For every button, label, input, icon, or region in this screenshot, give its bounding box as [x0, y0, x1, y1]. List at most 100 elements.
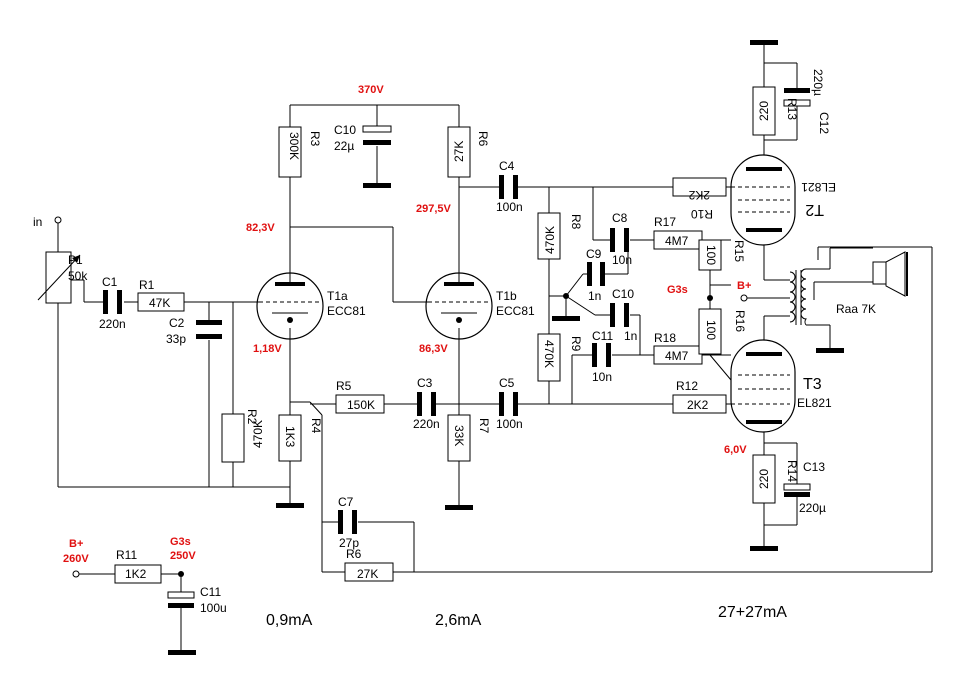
capacitor-c4[interactable]: [499, 175, 504, 199]
bplus-terminal[interactable]: [72, 570, 80, 578]
speaker-icon: [885, 251, 906, 297]
resistor-r5[interactable]: [335, 394, 385, 414]
label-t1b-type: ECC81: [496, 304, 535, 318]
capacitor-c5[interactable]: [499, 392, 504, 416]
capacitor-c1[interactable]: [103, 290, 108, 314]
label-c9-val: 1n: [588, 289, 601, 303]
resistor-r8[interactable]: [537, 212, 561, 260]
voltage-250: 250V: [170, 550, 196, 562]
label-bplus: B+: [69, 538, 83, 550]
label-c5-val: 100n: [496, 417, 523, 431]
label-c13-val: 220µ: [799, 501, 826, 515]
capacitor-c3[interactable]: [417, 392, 422, 416]
label-r6-name: R6: [476, 131, 490, 147]
capacitor-c13[interactable]: [783, 483, 811, 491]
capacitor-c9[interactable]: [587, 262, 592, 286]
resistor-r16[interactable]: [698, 308, 722, 355]
voltage-6-0: 6,0V: [724, 444, 747, 456]
label-r6b-name: R6: [346, 547, 362, 561]
label-r18-name: R18: [654, 331, 676, 345]
label-r9-val: 470K: [542, 340, 556, 368]
resistor-r13[interactable]: [752, 86, 776, 136]
label-c10b-val: 1n: [624, 329, 637, 343]
capacitor-c11[interactable]: [167, 591, 195, 599]
capacitor-c2[interactable]: [196, 320, 222, 325]
label-p1-name: P1: [68, 253, 83, 267]
label-r16-val: 100: [704, 320, 718, 340]
capacitor-c7[interactable]: [338, 510, 343, 534]
resistor-r1[interactable]: [137, 292, 185, 312]
label-r6-val: 27K: [452, 141, 466, 162]
component-labels: in P1 50k C1 220n R1 47K C2 33p R2 470K …: [33, 69, 876, 615]
resistor-r11[interactable]: [114, 564, 162, 584]
resistor-r14[interactable]: [752, 454, 776, 504]
label-r5-name: R5: [336, 379, 352, 393]
label-c1-val: 220n: [99, 317, 126, 331]
label-r14-val: 220: [757, 469, 771, 489]
label-bplus-mid: B+: [737, 280, 751, 292]
label-c5-name: C5: [499, 376, 515, 390]
resistor-r10[interactable]: [672, 177, 727, 197]
label-c7-name: C7: [338, 495, 354, 509]
label-c12-name: C12: [817, 112, 831, 134]
resistor-r6b[interactable]: [344, 562, 394, 582]
label-r3-name: R3: [308, 131, 322, 147]
ground-icon: [816, 348, 844, 353]
label-c11-val: 100u: [200, 601, 227, 615]
bplus-mid-terminal[interactable]: [740, 294, 748, 302]
label-c13-name: C13: [803, 460, 825, 474]
label-t1a-type: ECC81: [327, 304, 366, 318]
label-r10-name: R10: [691, 207, 713, 221]
resistor-r9[interactable]: [537, 333, 561, 382]
resistor-r2[interactable]: [221, 413, 245, 463]
label-r17-val: 4M7: [665, 234, 689, 248]
resistor-r3[interactable]: [278, 126, 302, 178]
capacitor-c11b[interactable]: [592, 343, 597, 367]
voltage-labels: 370V 82,3V 297,5V 1,18V 86,3V 6,0V B+ G3…: [63, 84, 751, 565]
label-r10-val: 2K2: [688, 188, 710, 202]
resistor-r4[interactable]: [278, 414, 302, 462]
label-r15-name: R15: [732, 240, 746, 262]
label-c4-name: C4: [499, 159, 515, 173]
capacitor-c12[interactable]: [784, 88, 810, 93]
nodes: [54, 216, 748, 578]
label-r13-val: 220: [757, 101, 771, 121]
label-t3-name: T3: [803, 376, 822, 393]
label-r11-name: R11: [116, 548, 137, 562]
label-c9-name: C9: [586, 247, 602, 261]
label-c11b-val: 10n: [592, 370, 612, 384]
resistor-r7[interactable]: [447, 414, 471, 462]
capacitors: [103, 88, 811, 608]
resistor-r15[interactable]: [698, 239, 722, 271]
voltage-260: 260V: [63, 553, 89, 565]
label-c12-val: 220µ: [811, 69, 825, 96]
resistor-r6[interactable]: [447, 126, 471, 178]
capacitor-c8[interactable]: [610, 228, 615, 252]
label-r14-name: R14: [785, 460, 799, 482]
label-t1a-name: T1a: [327, 289, 348, 303]
ground-icon: [750, 40, 778, 45]
ground-icon: [552, 316, 580, 321]
output-transformer: [789, 268, 807, 326]
grounds: [168, 40, 844, 655]
label-c11b-name: C11: [592, 329, 613, 343]
label-r7-val: 33K: [452, 425, 466, 446]
tube-t3: [730, 339, 796, 433]
resistor-r12[interactable]: [672, 394, 727, 414]
voltage-86-3: 86,3V: [419, 343, 448, 355]
label-g3s: G3s: [170, 536, 191, 548]
resistor-r18[interactable]: [653, 345, 703, 365]
label-r2-val: 470K: [251, 420, 265, 448]
input-terminal[interactable]: [54, 216, 62, 224]
capacitor-c10b[interactable]: [610, 303, 615, 327]
ground-icon: [168, 650, 196, 655]
label-c1-name: C1: [102, 275, 118, 289]
capacitor-c10[interactable]: [362, 125, 392, 133]
voltage-82-3: 82,3V: [246, 222, 275, 234]
label-r8-name: R8: [569, 214, 583, 230]
label-c10b-name: C10: [612, 287, 634, 301]
ground-icon: [276, 503, 304, 508]
label-r11-val: 1K2: [125, 567, 147, 581]
current-output: 27+27mA: [718, 604, 787, 621]
